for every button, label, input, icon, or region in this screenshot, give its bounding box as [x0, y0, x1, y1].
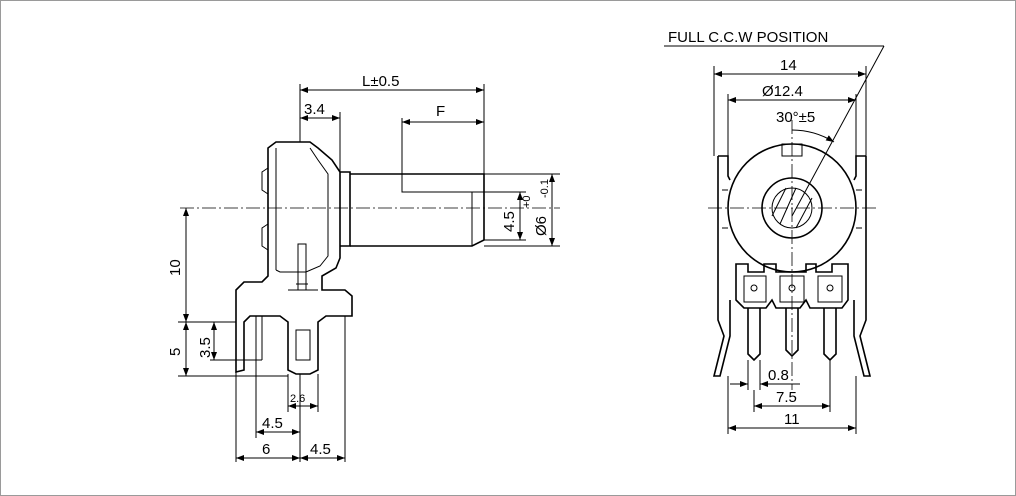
dim-14: 14 — [780, 57, 797, 74]
side-terminal-slot — [288, 243, 318, 291]
dim-4-5-lower: 4.5 — [262, 415, 283, 432]
dim-dia6: Ø6 — [533, 216, 550, 236]
front-top-tab — [781, 143, 803, 157]
dim-tol-minus: -0.1 — [539, 179, 551, 198]
dim-5: 5 — [167, 348, 184, 356]
front-terminal-block — [735, 263, 849, 309]
dim-7-5: 7.5 — [776, 389, 797, 406]
front-view: FULL C.C.W POSITION 14 — [664, 29, 885, 434]
note-full-ccw: FULL C.C.W POSITION — [668, 29, 828, 46]
side-body-bumps — [261, 167, 269, 251]
side-shaft-flat — [401, 174, 484, 246]
side-view: L±0.5 3.4 F 4.5 Ø6 +0 -0.1 10 5 3.5 — [167, 73, 560, 462]
dim-angle: 30°±5 — [776, 109, 815, 126]
dim-dia12-4: Ø12.4 — [762, 83, 803, 100]
front-shaft-slot — [771, 187, 813, 229]
dim-F: F — [436, 103, 445, 120]
side-lower-pin — [255, 316, 311, 372]
side-body-outline — [235, 141, 353, 375]
dim-11: 11 — [784, 411, 800, 428]
dim-0-8: 0.8 — [768, 367, 789, 384]
front-shaft-outer — [761, 177, 823, 239]
dim-length: L±0.5 — [362, 73, 399, 90]
side-body-inner — [275, 147, 329, 273]
dim-6: 6 — [262, 441, 270, 458]
dim-10: 10 — [167, 259, 184, 276]
front-shaft-inner — [771, 187, 813, 229]
dim-2-6: 2.6 — [290, 393, 305, 405]
dim-tol-plus: +0 — [521, 195, 533, 208]
dim-4-5-bottom: 4.5 — [310, 441, 331, 458]
side-shaft — [350, 173, 485, 247]
dim-3-4: 3.4 — [304, 101, 325, 118]
front-bracket — [712, 155, 872, 377]
side-bushing — [340, 171, 351, 247]
dim-3-5: 3.5 — [197, 337, 214, 358]
dim-4-5-shaft: 4.5 — [501, 211, 518, 232]
